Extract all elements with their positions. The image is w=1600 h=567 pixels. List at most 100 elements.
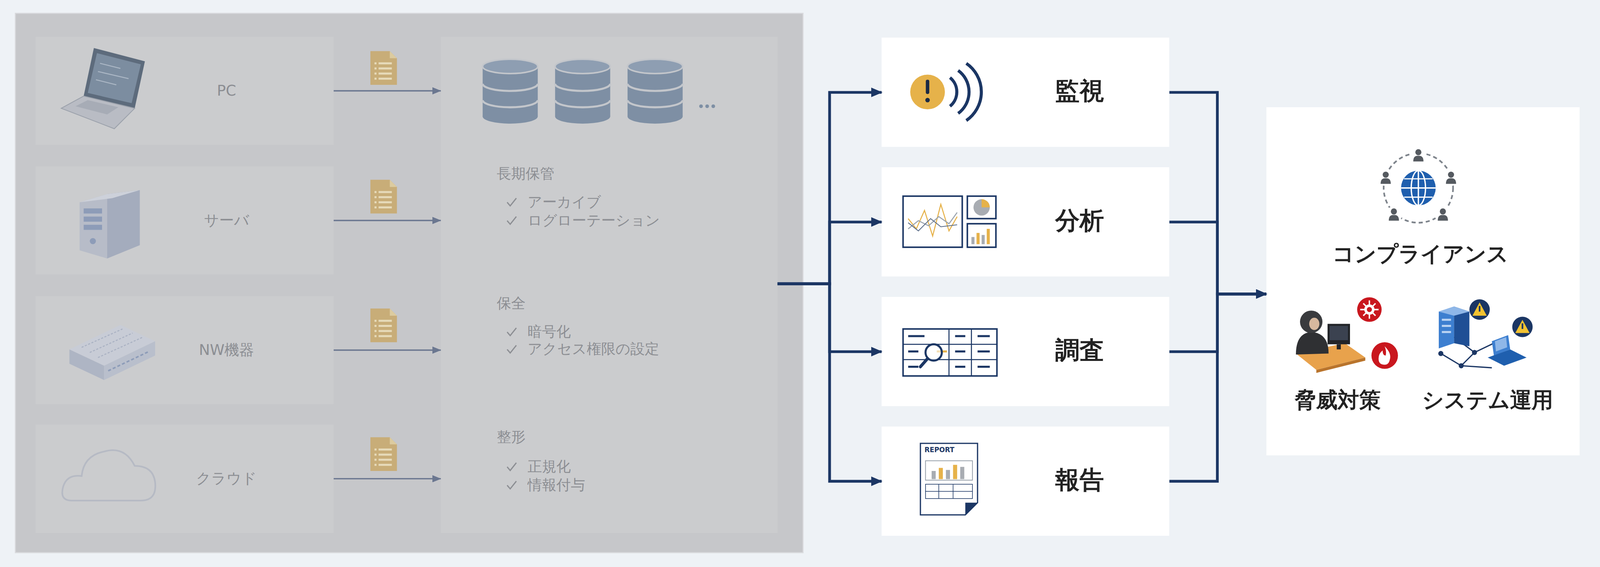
hacker-illustration-part: [1300, 310, 1323, 333]
system-network-illustration-part: [1440, 353, 1462, 366]
chart-icon-part: [981, 199, 990, 208]
search-table-icon-part-part: [977, 334, 990, 337]
server-illustration-part: [83, 224, 102, 230]
laptop-illustration-part: [96, 79, 117, 85]
chart-icon-part: [903, 196, 963, 248]
function-name: 分析: [1055, 206, 1104, 235]
report-icon-part: [965, 502, 978, 515]
goal-item: 脅威対策: [1294, 387, 1381, 413]
report-icon-part: [925, 484, 973, 499]
report-icon-part: [931, 470, 936, 479]
storage-item: アクセス権限の設定: [527, 340, 660, 358]
compliance-globe-icon-part: [1385, 206, 1402, 223]
chart-icon-part: [967, 196, 996, 219]
search-table-icon-part: [903, 343, 998, 345]
icon-layer-part: [507, 198, 517, 206]
compliance-globe-icon-part: [1417, 170, 1419, 206]
report-icon-part: [960, 466, 965, 480]
icon-layer-part: [507, 328, 517, 336]
compliance-globe-icon-part: [1411, 170, 1426, 206]
hacker-illustration-part: [1357, 297, 1382, 322]
storage-item: 正規化: [527, 458, 571, 475]
report-icon-part: [952, 484, 954, 499]
search-table-icon-part: [970, 328, 972, 376]
more-dots-part: [705, 104, 709, 108]
compliance-globe-icon: [1377, 147, 1460, 223]
connector-arrow: [333, 478, 441, 480]
icon-layer-part: [482, 59, 538, 124]
connector-arrow: [1169, 222, 1266, 294]
laptop-illustration-part: [61, 96, 135, 129]
network-device-illustration-part: [89, 332, 133, 353]
collection-panel: [15, 13, 803, 553]
more-dots-part: [699, 104, 703, 108]
hacker-illustration-part: [1366, 306, 1372, 312]
search-table-icon-part-part: [908, 350, 919, 353]
hacker-illustration-part: [1378, 346, 1390, 365]
chart-icon-part: [981, 234, 985, 244]
report-icon-part: [946, 469, 950, 479]
system-network-illustration-part: [1472, 302, 1487, 316]
laptop-illustration-part: [75, 100, 119, 115]
connector-arrow: [333, 349, 441, 351]
chart-icon-part: [971, 236, 975, 244]
search-table-icon-part: [903, 358, 998, 360]
compliance-globe-icon-part: [1410, 147, 1427, 164]
network-device-illustration-part: [108, 351, 149, 371]
connector-arrow: [1169, 294, 1266, 482]
compliance-globe-icon-part: [1401, 187, 1436, 189]
alert-icon-part: [925, 98, 930, 103]
source-name: クラウド: [196, 470, 257, 488]
hacker-illustration-part: [1296, 343, 1366, 370]
chart-icon-part: [973, 199, 990, 216]
more-dots-part: [711, 104, 716, 108]
search-table-icon-part: [920, 358, 928, 367]
chart-icon: [903, 196, 996, 248]
system-network-illustration-part: [1442, 318, 1452, 321]
goal-title: コンプライアンス: [1332, 241, 1509, 267]
system-network-illustration-part: [1515, 319, 1530, 333]
alert-icon: [910, 63, 982, 121]
alert-icon-part: [950, 77, 957, 106]
report-icon-part: [938, 484, 940, 499]
search-table-icon-part-part: [977, 350, 990, 353]
system-network-illustration-part: [1521, 323, 1524, 329]
function-name: 調査: [1055, 336, 1104, 364]
connector-arrow: [333, 90, 441, 92]
storage-item: アーカイブ: [527, 194, 602, 211]
system-network-illustration-part: [1494, 337, 1508, 352]
hacker-illustration-part: [1309, 317, 1320, 330]
icon-layer-part: [507, 481, 517, 489]
storage-item: 情報付与: [527, 476, 586, 493]
source-name: PC: [216, 82, 236, 100]
search-table-icon-part-part: [955, 334, 966, 337]
system-network-illustration-part: [1438, 350, 1444, 356]
system-network-illustration-part: [1458, 363, 1464, 369]
system-network-illustration-part: [1442, 324, 1452, 327]
search-table-icon-part-part: [955, 365, 966, 368]
laptop-illustration-part: [83, 48, 145, 109]
chart-icon-part: [986, 228, 990, 244]
search-table-icon-part-part: [908, 334, 925, 337]
system-network-illustration-part: [1438, 306, 1454, 349]
system-network-illustration-part: [1454, 306, 1470, 347]
function-name: 監視: [1055, 76, 1104, 105]
search-table-icon: [903, 328, 998, 376]
network-device-illustration-part: [69, 349, 104, 380]
icon-layer-part: [555, 59, 611, 124]
compliance-globe-icon-part: [1434, 206, 1452, 223]
compliance-globe-icon-part: [1404, 178, 1433, 198]
system-network-illustration-part: [1478, 306, 1481, 312]
alert-icon-part: [910, 74, 946, 110]
alert-icon-part: [966, 63, 982, 121]
storage-box: 長期保管アーカイブログローテーション保全暗号化アクセス権限の設定整形正規化情報付…: [440, 36, 778, 533]
function-box: 監視: [881, 37, 1170, 147]
connector-arrow: [777, 283, 882, 482]
system-network-illustration: [1438, 299, 1533, 368]
search-table-icon-part-part: [908, 365, 919, 368]
source-name: NW機器: [198, 341, 254, 359]
system-network-illustration-part: [1442, 330, 1452, 333]
server-illustration: [79, 190, 140, 259]
connector-arrow: [333, 219, 441, 221]
